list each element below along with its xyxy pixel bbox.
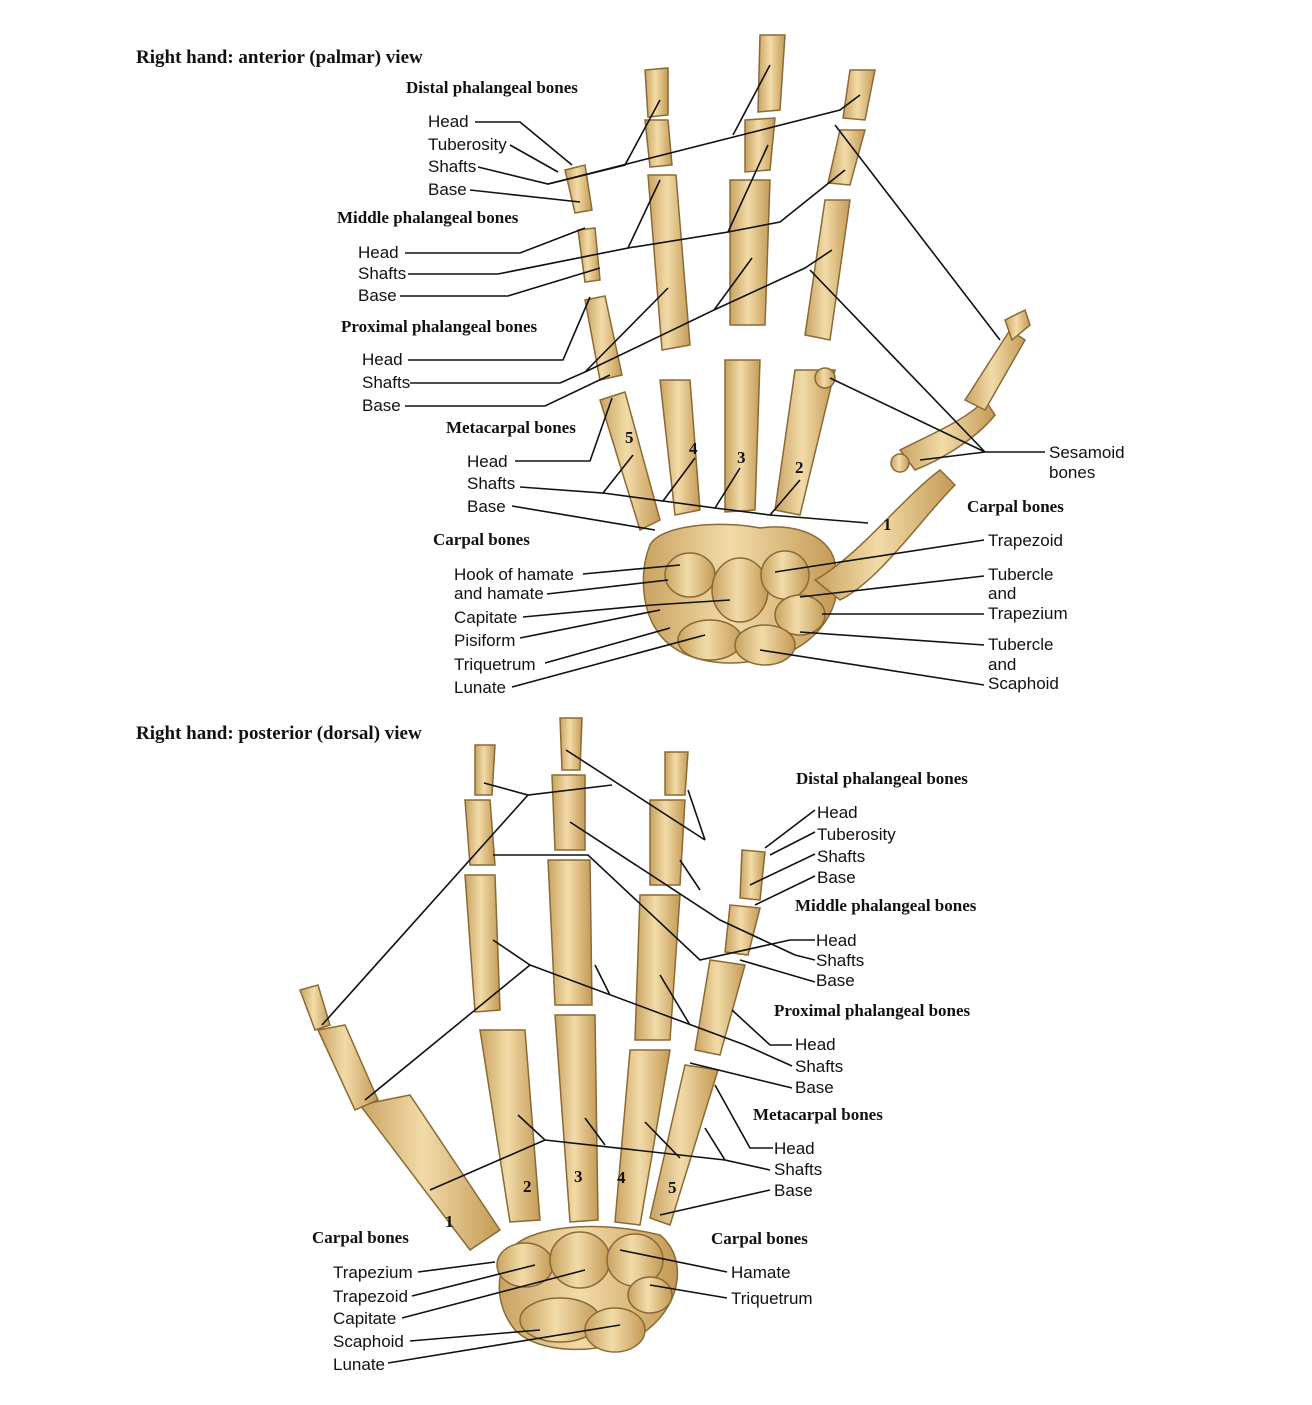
dorsal-metacarpal-base-label: Base: [774, 1181, 813, 1200]
palmar-carpal-right-header: Carpal bones: [967, 497, 1064, 516]
dorsal-digit-number-4: 4: [617, 1168, 626, 1187]
palmar-pisiform-label: Pisiform: [454, 631, 516, 650]
dorsal-bones: [299, 717, 766, 1353]
palmar-trapezoid-label: Trapezoid: [988, 531, 1063, 550]
palmar-metacarpal-base-label: Base: [467, 497, 506, 516]
palmar-proximal-header: Proximal phalangeal bones: [341, 317, 538, 336]
palmar-carpal-left-header: Carpal bones: [433, 530, 530, 549]
palmar-digit-number-3: 3: [737, 448, 746, 467]
palmar-distal-tuberosity-label: Tuberosity: [428, 135, 507, 154]
dorsal-proximal-header: Proximal phalangeal bones: [774, 1001, 971, 1020]
dorsal-middle-base-label: Base: [816, 971, 855, 990]
palmar-digit-number-1: 1: [883, 515, 892, 534]
dorsal-digit-number-5: 5: [668, 1178, 677, 1197]
palmar-distal-header: Distal phalangeal bones: [406, 78, 578, 97]
dorsal-capitate-label: Capitate: [333, 1309, 397, 1328]
dorsal-carpal-left-header: Carpal bones: [312, 1228, 409, 1247]
dorsal-scaphoid-label: Scaphoid: [333, 1332, 404, 1351]
dorsal-proximal-shafts-label: Shafts: [795, 1057, 844, 1076]
palmar-digit-number-2: 2: [795, 458, 804, 477]
palmar-middle-base-label: Base: [358, 286, 397, 305]
palmar-lunate-label: Lunate: [454, 678, 506, 697]
palmar-middle-head-label: Head: [358, 243, 399, 262]
dorsal-triquetrum-label: Triquetrum: [731, 1289, 813, 1308]
palmar-metacarpal-shafts-label: Shafts: [467, 474, 516, 493]
dorsal-proximal-head-label: Head: [795, 1035, 836, 1054]
palmar-middle-header: Middle phalangeal bones: [337, 208, 519, 227]
dorsal-lunate-label: Lunate: [333, 1355, 385, 1374]
palmar-leader-lines: [400, 64, 1045, 688]
palmar-metacarpal-header: Metacarpal bones: [446, 418, 576, 437]
palmar-triquetrum-label: Triquetrum: [454, 655, 536, 674]
palmar-scaphoid-label: Scaphoid: [988, 674, 1059, 693]
dorsal-metacarpal-header: Metacarpal bones: [753, 1105, 883, 1124]
palmar-tubercle-2-label: Tubercle: [988, 635, 1054, 654]
dorsal-middle-header: Middle phalangeal bones: [795, 896, 977, 915]
palmar-metacarpal-head-label: Head: [467, 452, 508, 471]
dorsal-distal-tuberosity-label: Tuberosity: [817, 825, 896, 844]
palmar-sesamoid-label-2: bones: [1049, 463, 1096, 482]
dorsal-middle-shafts-label: Shafts: [816, 951, 865, 970]
dorsal-digit-number-3: 3: [574, 1167, 583, 1186]
palmar-sesamoid-label-1: Sesamoid: [1049, 443, 1125, 462]
dorsal-hamate-label: Hamate: [731, 1263, 791, 1282]
palmar-proximal-shafts-label: Shafts: [362, 373, 411, 392]
palmar-proximal-head-label: Head: [362, 350, 403, 369]
dorsal-view-title: Right hand: posterior (dorsal) view: [136, 723, 422, 744]
palmar-and-1-label: and: [988, 584, 1017, 603]
dorsal-carpal-right-header: Carpal bones: [711, 1229, 808, 1248]
dorsal-middle-head-label: Head: [816, 931, 857, 950]
dorsal-distal-shafts-label: Shafts: [817, 847, 866, 866]
dorsal-metacarpal-shafts-label: Shafts: [774, 1160, 823, 1179]
palmar-middle-shafts-label: Shafts: [358, 264, 407, 283]
palmar-hook-of-hamate-label: Hook of hamate: [454, 565, 575, 584]
dorsal-leader-lines: [321, 749, 816, 1364]
dorsal-trapezoid-label: Trapezoid: [333, 1287, 408, 1306]
dorsal-proximal-base-label: Base: [795, 1078, 834, 1097]
palmar-distal-head-label: Head: [428, 112, 469, 131]
palmar-tubercle-1-label: Tubercle: [988, 565, 1054, 584]
palmar-bones: [564, 34, 1031, 666]
dorsal-distal-base-label: Base: [817, 868, 856, 887]
palmar-digit-number-4: 4: [689, 439, 698, 458]
dorsal-trapezium-label: Trapezium: [333, 1263, 413, 1282]
palmar-distal-base-label: Base: [428, 180, 467, 199]
dorsal-metacarpal-head-label: Head: [774, 1139, 815, 1158]
palmar-digit-number-5: 5: [625, 428, 634, 447]
palmar-view-title: Right hand: anterior (palmar) view: [136, 47, 423, 68]
dorsal-distal-head-label: Head: [817, 803, 858, 822]
palmar-trapezium-label: Trapezium: [988, 604, 1068, 623]
palmar-and-2-label: and: [988, 655, 1017, 674]
palmar-and-hamate-label: and hamate: [454, 584, 544, 603]
palmar-proximal-base-label: Base: [362, 396, 401, 415]
dorsal-digit-number-1: 1: [445, 1212, 454, 1231]
palmar-capitate-label: Capitate: [454, 608, 518, 627]
dorsal-distal-header: Distal phalangeal bones: [796, 769, 968, 788]
dorsal-digit-number-2: 2: [523, 1177, 532, 1196]
palmar-distal-shafts-label: Shafts: [428, 157, 477, 176]
